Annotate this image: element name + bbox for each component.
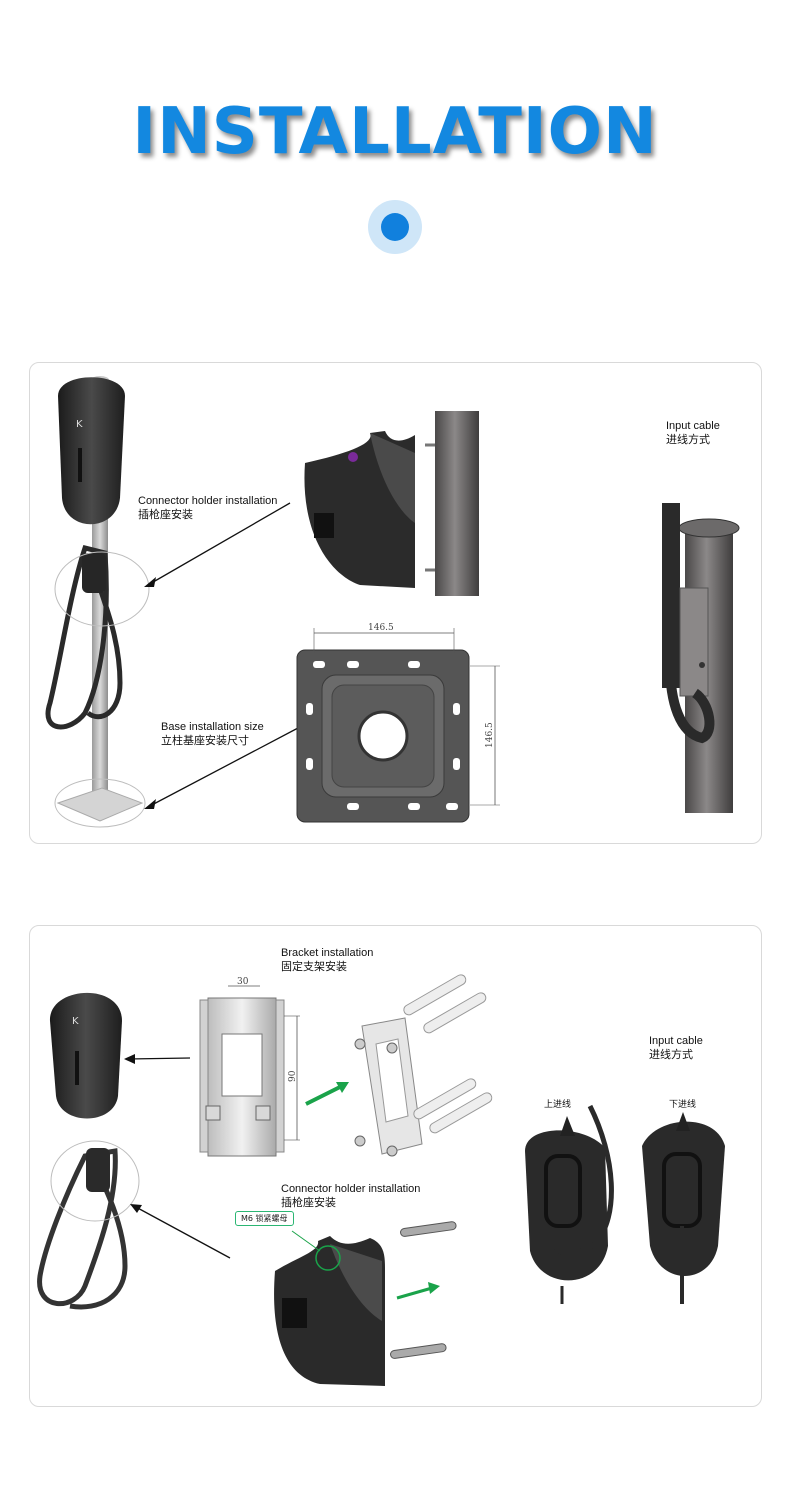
wall-installation-illustration: K 30 90 [37, 974, 725, 1386]
input-cable-pole-view [662, 503, 740, 813]
wall-installation-panel: K 30 90 [29, 925, 762, 1407]
svg-text:K: K [76, 419, 83, 430]
connector-holder-pole-view [304, 411, 479, 596]
base-height-dim: 146.5 [485, 722, 495, 748]
bottom-entry-label: 下进线 [669, 1099, 697, 1109]
pole-installation-illustration: K [45, 376, 740, 828]
charger-rear-top-entry [525, 1104, 614, 1304]
pole-charger: K [45, 376, 150, 828]
m6-nut-tag: M6 锁紧螺母 [235, 1211, 294, 1226]
bracket-width-dim: 30 [237, 977, 249, 987]
top-entry-label: 上进线 [544, 1099, 572, 1109]
bracket-drawing: 30 90 [199, 977, 300, 1157]
green-arrow [305, 1084, 343, 1106]
base-plate-drawing: 146.5 146.5 [296, 623, 500, 823]
connector-holder-exploded [274, 1221, 457, 1386]
svg-text:K: K [72, 1016, 79, 1027]
bracket-isometric [354, 974, 493, 1157]
wall-charger: K [37, 992, 140, 1310]
base-width-dim: 146.5 [368, 623, 394, 633]
pole-installation-panel: K [29, 362, 762, 844]
decorative-dot [368, 200, 422, 254]
bracket-height-dim: 90 [288, 1070, 298, 1082]
arrow-line [147, 502, 291, 586]
page-title: INSTALLATION [132, 95, 658, 169]
arrow-line [147, 727, 299, 808]
charger-rear-bottom-entry [642, 1112, 725, 1304]
